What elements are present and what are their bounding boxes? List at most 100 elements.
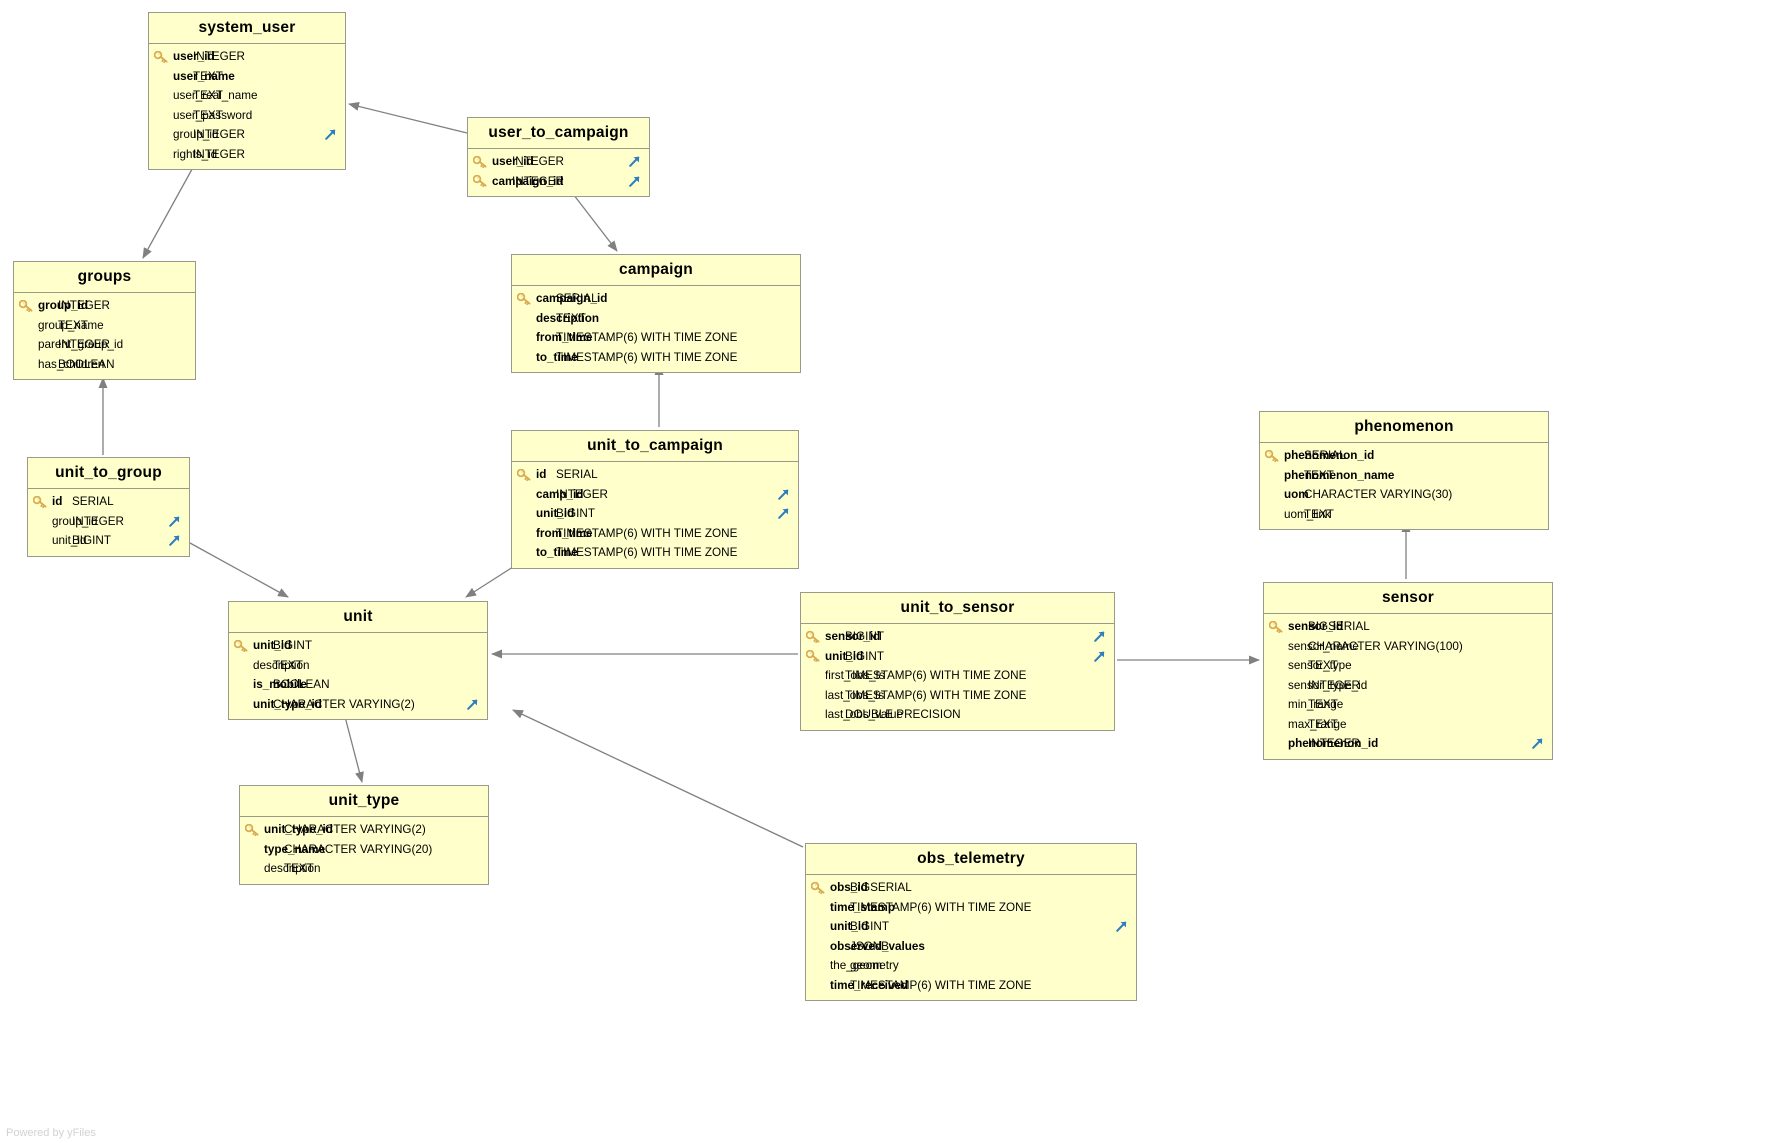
column-name: user_real_name [173,89,258,103]
column-name: uom_link [1284,507,1331,521]
column-name: to_time [536,350,578,364]
column-name: unit_id [830,920,869,934]
column-name: parent_group_id [38,338,124,352]
table-title-campaign: campaign [512,255,800,286]
column-name: unit_id [536,507,575,521]
column-type: TIMESTAMP(6) WITH TIME ZONE [845,669,1027,683]
primary-key-icon [14,299,38,312]
column-name: sensor_type_id [1288,678,1368,692]
primary-key-icon [240,823,264,836]
foreign-key-arrow-icon [1110,920,1136,933]
column-name: unit_type_id [264,823,333,837]
column-name: observed_values [830,939,925,953]
primary-key-icon [468,175,492,188]
column-name: the_geom [830,959,882,973]
column-type: DOUBLE PRECISION [845,708,961,722]
column-name: id [536,468,547,482]
column-type: BIGINT [273,639,312,653]
column-type: SERIAL [556,468,598,482]
column-name: time_received [830,978,908,992]
column-row[interactable]: id SERIAL [512,465,798,485]
primary-key-icon [512,292,536,305]
edge-system_user-groups [142,161,197,259]
primary-key-icon [801,650,825,663]
table-title-system_user: system_user [149,13,345,44]
column-name: description [536,311,599,325]
column-type: TEXT [193,108,223,122]
foreign-key-arrow-icon [1526,737,1552,750]
column-type: TEXT [1308,698,1338,712]
foreign-key-arrow-icon [772,507,798,520]
table-title-unit_type: unit_type [240,786,488,817]
column-name: time_stamp [830,900,895,914]
column-name: sensor_name [1288,639,1359,653]
column-name: id [52,495,63,509]
